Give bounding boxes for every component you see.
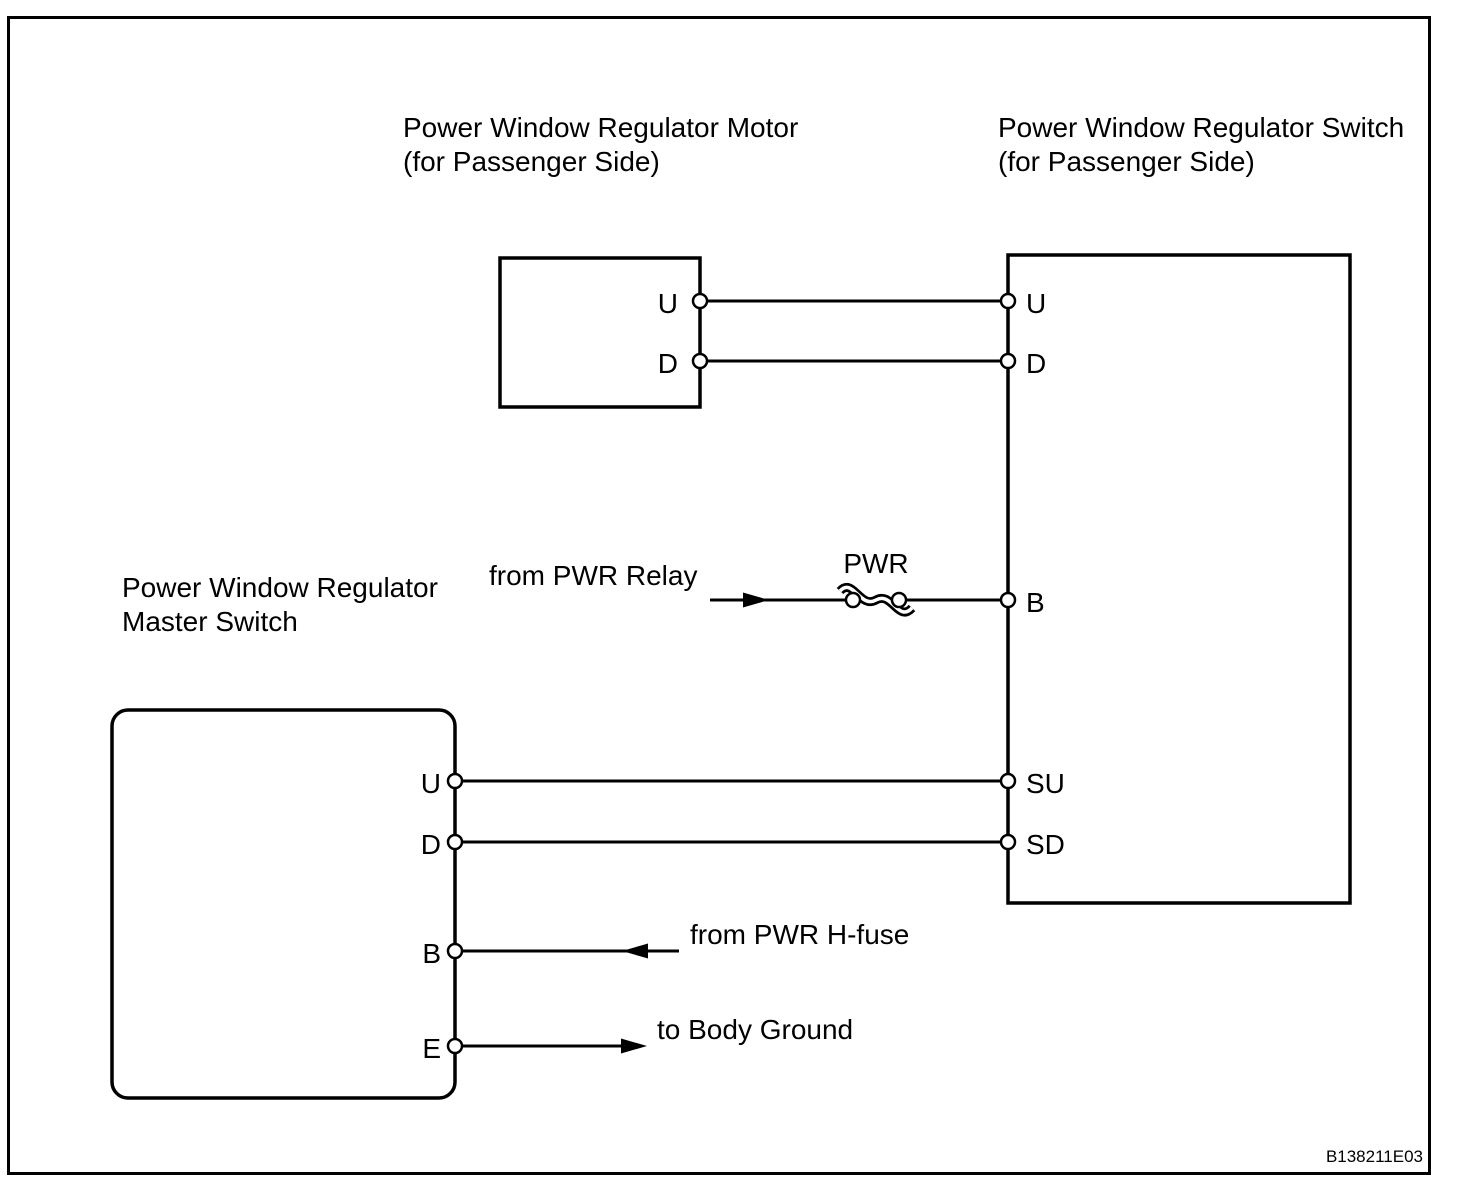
- master-terminal-label-b: B: [422, 938, 441, 969]
- switch-title-line2: (for Passenger Side): [998, 146, 1255, 177]
- terminal-master-u: [446, 772, 464, 790]
- master-switch-box: [110, 708, 457, 1100]
- arrow-right-icon: [621, 1038, 647, 1054]
- fuse-symbol-icon: [836, 583, 916, 617]
- terminals: [446, 292, 1017, 1055]
- terminal-master-d: [446, 833, 464, 851]
- terminal-motor-u: [691, 292, 709, 310]
- switch-title-line1: Power Window Regulator Switch: [998, 112, 1405, 143]
- master-terminal-label-d: D: [420, 829, 441, 860]
- motor-box: [498, 256, 702, 409]
- terminal-master-e: [446, 1037, 464, 1055]
- motor-terminal-label-u: U: [657, 288, 678, 319]
- switch-terminal-label-d: D: [1026, 348, 1047, 379]
- annotation-to-body-ground: to Body Ground: [657, 1014, 854, 1045]
- terminal-master-b: [446, 942, 464, 960]
- master-switch-title-line1: Power Window Regulator: [122, 572, 438, 603]
- switch-terminal-label-su: SU: [1026, 768, 1065, 799]
- fuse-label: PWR: [843, 548, 909, 579]
- switch-terminal-label-u: U: [1026, 288, 1047, 319]
- motor-title-line1: Power Window Regulator Motor: [403, 112, 799, 143]
- master-switch-title-line2: Master Switch: [122, 606, 298, 637]
- motor-title-line2: (for Passenger Side): [403, 146, 660, 177]
- page-border: [7, 16, 1431, 1175]
- terminal-switch-b: [999, 591, 1017, 609]
- switch-terminal-label-b: B: [1026, 587, 1045, 618]
- switch-box: [1006, 253, 1352, 905]
- switch-title: Power Window Regulator Switch (for Passe…: [998, 111, 1404, 179]
- annotation-from-pwr-hfuse: from PWR H-fuse: [690, 919, 910, 950]
- arrow-left-icon: [622, 943, 648, 959]
- terminal-switch-sd: [999, 833, 1017, 851]
- switch-terminal-label-sd: SD: [1026, 829, 1065, 860]
- fuse-terminal-left: [844, 591, 862, 609]
- motor-title: Power Window Regulator Motor (for Passen…: [403, 111, 798, 179]
- figure-code: B138211E03: [1325, 1147, 1423, 1166]
- terminal-switch-u: [999, 292, 1017, 310]
- terminal-switch-su: [999, 772, 1017, 790]
- motor-terminal-label-d: D: [657, 348, 678, 379]
- fuse-terminal-right: [890, 591, 908, 609]
- master-switch-title: Power Window Regulator Master Switch: [122, 571, 438, 639]
- master-terminal-label-e: E: [422, 1033, 441, 1064]
- terminal-motor-d: [691, 352, 709, 370]
- terminal-switch-d: [999, 352, 1017, 370]
- annotation-from-pwr-relay: from PWR Relay: [489, 560, 698, 591]
- master-terminal-label-u: U: [420, 768, 441, 799]
- arrow-right-icon: [743, 592, 769, 608]
